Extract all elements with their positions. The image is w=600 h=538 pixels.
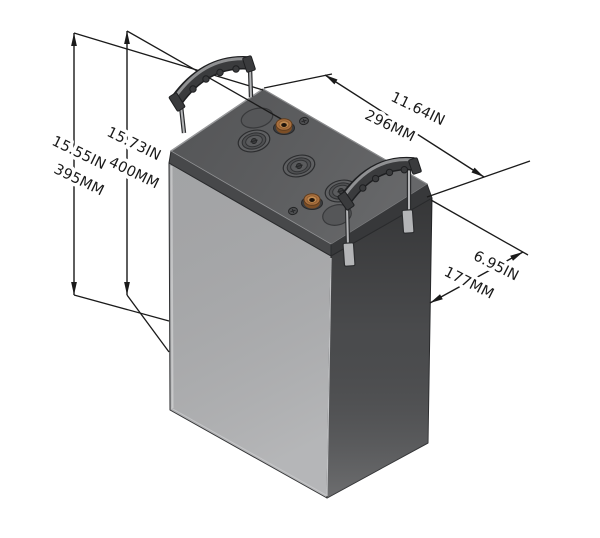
arrow-down-icon — [71, 282, 77, 295]
handle-grip-highlight — [343, 158, 415, 197]
handle-end-cap — [168, 92, 186, 112]
handle-finger-scallop — [216, 68, 224, 77]
ext-line-length-left — [263, 73, 333, 89]
arrow-up-icon — [71, 33, 77, 46]
recess-circle-outline — [322, 204, 352, 226]
carry-handle-front — [337, 156, 422, 267]
handle-end-cap-block — [337, 191, 355, 211]
handle-finger-scallop — [371, 174, 380, 183]
handle-wire-foot — [342, 242, 356, 267]
ext-line-height-case-bottom — [73, 294, 170, 322]
handle-wire-highlight — [346, 205, 349, 247]
screw-front — [288, 206, 298, 216]
recess-circle-front — [322, 204, 352, 226]
vent-cap-slot — [295, 164, 303, 168]
terminal-negative — [301, 193, 323, 210]
terminal-hole — [281, 123, 287, 127]
handle-grip — [172, 57, 250, 104]
screw-rear — [299, 116, 309, 126]
handle-end-cap-block — [408, 157, 422, 175]
lid-front-left-edge-highlight — [170, 150, 332, 245]
handle-wire-highlight — [249, 67, 252, 98]
battery-side-face-shading — [327, 198, 432, 498]
vent-cap-slot — [337, 189, 345, 193]
battery-body — [168, 88, 433, 499]
handle-finger-scallop — [400, 166, 408, 174]
arrow-up-icon — [124, 31, 130, 44]
dimension-length — [263, 72, 531, 198]
lid-fixtures — [237, 107, 358, 226]
handle-finger-scallop — [232, 65, 240, 73]
vent-cap-1 — [237, 129, 271, 153]
handle-end-cap — [242, 55, 256, 73]
dim-line-width — [429, 251, 524, 304]
handle-finger-scallop — [385, 168, 394, 177]
carry-handle-rear — [168, 55, 256, 134]
handle-grip-highlight — [174, 57, 250, 98]
handle-end-cap-block — [168, 92, 186, 112]
battery-front-face-shading — [169, 163, 331, 498]
dimension-width — [428, 199, 529, 306]
handle-finger-scallop — [202, 75, 210, 83]
handle-end-cap — [337, 191, 355, 211]
ext-line-height-case-top — [73, 32, 264, 91]
terminal-hole — [309, 198, 315, 202]
handle-end-cap-block — [242, 55, 256, 73]
handle-wire-foot-block — [401, 209, 415, 234]
ext-line-length-right — [426, 160, 531, 198]
arrow-down-icon — [124, 282, 130, 295]
vent-cap-2 — [282, 154, 316, 178]
ext-line-height-overall-bottom — [126, 294, 170, 353]
case-bottom-edge-highlight — [170, 407, 327, 496]
dim-line-length — [324, 74, 485, 178]
handle-finger-scallop — [359, 184, 367, 192]
handle-end-cap — [408, 157, 422, 175]
handle-wire-foot — [401, 209, 415, 234]
dimension-height-case — [71, 32, 264, 322]
vent-cap-slot — [250, 139, 258, 143]
handle-grip — [341, 158, 415, 203]
handle-wire-foot-block — [342, 242, 356, 267]
handle-wire-highlight — [180, 105, 185, 134]
case-front-corner-highlight — [326, 257, 332, 497]
handle-finger-scallop — [189, 85, 197, 93]
screw-slot-v — [292, 208, 294, 214]
screw-slot-v — [303, 118, 305, 124]
ext-line-width-far — [430, 199, 529, 256]
terminal-positive — [273, 118, 295, 135]
case-left-edge-highlight — [170, 165, 174, 409]
